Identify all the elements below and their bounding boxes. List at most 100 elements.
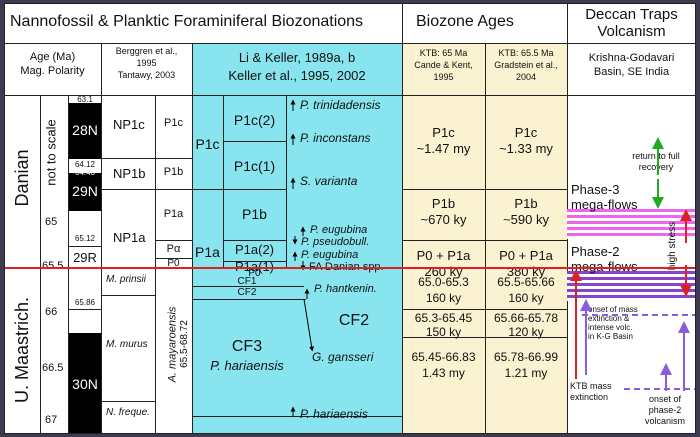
ktb655-p1c: P1c: [514, 125, 538, 140]
li-keller-column-bg: [192, 43, 402, 434]
polarity-tick-29r: [69, 246, 101, 247]
li-p1b: P1b: [242, 206, 267, 222]
onset-phase2-1: onset of: [648, 394, 682, 404]
berg-p1a-bottom: [155, 240, 192, 241]
polarity-29r: 29R: [73, 250, 97, 265]
polarity-29n-block: [69, 173, 101, 211]
ages-title: Biozone Ages: [416, 13, 514, 30]
onset-mass-3: intense volc.: [588, 323, 633, 332]
ktb655-range-2: 65.66-65.78: [493, 311, 559, 325]
ktb65-r2-bottom: [402, 337, 485, 338]
ktb655-range-1-duration: 160 ky: [508, 291, 544, 305]
polarity-65-86: 65.86: [74, 298, 96, 307]
age-header-1: Age (Ma): [29, 51, 76, 63]
polarity-64-12: 64.12: [74, 160, 96, 169]
age-65: 65: [45, 216, 58, 228]
col-divider-stage: [40, 95, 41, 434]
ktb65-p1b-bottom: [402, 240, 485, 241]
return-recovery-2: recovery: [638, 162, 674, 172]
li-p1c2-bottom: [223, 141, 286, 142]
li-p1a2: P1a(2): [234, 242, 275, 257]
onset-mass-1: onset of mass: [588, 305, 638, 314]
ktb655-range-3-duration: 1.21 my: [504, 366, 548, 380]
ktb65-r1-bottom: [402, 309, 485, 310]
polarity-28n-block: [69, 103, 101, 159]
ktb655-p0p1a: P0 + P1a: [499, 248, 553, 263]
li-cf3-bottom: [192, 416, 402, 417]
phase2-label-2: mega-flows: [571, 259, 638, 274]
return-recovery-1: return to full: [632, 151, 680, 161]
polarity-30n-block: [69, 333, 101, 434]
ktb655-p1b-duration: ~590 ky: [503, 212, 549, 227]
ktb-mass-1: KTB mass: [570, 381, 612, 391]
berg-palpha: Pα: [166, 243, 181, 255]
col-divider-li: [192, 43, 193, 434]
polarity-28n: 28N: [72, 122, 98, 138]
header-divider: [4, 43, 696, 44]
nanno-np1a: NP1a: [113, 230, 146, 245]
phase2-label-1: Phase-2: [571, 244, 620, 259]
col-divider-li-sub: [286, 95, 287, 268]
li-header-2: Keller et al., 1995, 2002: [228, 68, 366, 83]
li-p1a2-bottom: [223, 261, 286, 262]
li-p0: P0: [248, 268, 261, 279]
species-datum-arrows: [290, 99, 315, 417]
ktb65-header-2: Cande & Kent,: [414, 60, 473, 70]
chart-border: [4, 3, 696, 434]
biozonation-chart: Nannofossil & Planktic Foraminiferal Bio…: [4, 3, 696, 434]
li-header-1: Li & Keller, 1989a, b: [238, 50, 356, 65]
col-divider-berggren: [101, 43, 102, 434]
age-66-5: 66.5: [42, 362, 64, 374]
deccan-title-2: Volcanism: [597, 23, 666, 40]
ktb-mass-2: extinction: [570, 392, 609, 402]
li-p1c: P1c: [195, 136, 220, 152]
li-p1a1: P1a(1): [234, 259, 275, 274]
ktb65-range-1: 65.0-65.3: [418, 275, 469, 289]
col-divider-ktb655: [485, 43, 486, 434]
nanno-prinsii-bottom: [101, 295, 155, 296]
species-trinidadensis: P. trinidadensis: [300, 98, 381, 112]
ktb655-header-3: 2004: [515, 72, 537, 82]
col-divider-berg-p: [155, 95, 156, 434]
berg-p1a: P1a: [163, 208, 184, 220]
species-inconstans: P. inconstans: [300, 131, 371, 145]
ktb65-column-bg: [402, 43, 485, 434]
ktb65-p1c-duration: ~1.47 my: [416, 141, 471, 156]
age-67: 67: [45, 414, 58, 426]
ktb65-header-1: KTB: 65 Ma: [419, 48, 468, 58]
ktb655-header-2: Gradstein et al.,: [494, 60, 558, 70]
berg-p1c: P1c: [164, 117, 183, 129]
li-cf1: CF1: [237, 276, 257, 287]
col-divider-ktb65: [402, 3, 403, 434]
deccan-title-1: Deccan Traps: [585, 6, 678, 23]
berg-palpha-bottom: [155, 258, 192, 259]
li-cf3-species: P. hariaensis: [210, 358, 284, 373]
col-divider-li-p1: [223, 95, 224, 268]
ktb655-p1b-bottom: [485, 240, 567, 241]
phase2-flow-bands: [567, 271, 696, 301]
berggren-header-1: Berggren et al.,: [115, 46, 178, 56]
berggren-header-3: Tantawy, 2003: [117, 70, 176, 80]
species-eugubina: P. eugubina: [310, 224, 368, 236]
li-p1c2: P1c(2): [233, 112, 276, 128]
polarity-tick-30n: [69, 309, 101, 310]
ktb655-column-bg: [485, 43, 567, 434]
phase3-flow-bands: [567, 209, 696, 239]
ktb655-r1-bottom: [485, 309, 567, 310]
kg-header-1: Krishna-Godavari: [588, 52, 675, 64]
column-header-divider: [4, 95, 696, 96]
age-66: 66: [45, 306, 58, 318]
ktb655-p1c-duration: ~1.33 my: [499, 141, 553, 156]
deccan-arrows: [4, 137, 696, 391]
species-eugubina-2: P. eugubina: [301, 249, 359, 261]
ktb65-range-3: 65.45-66.83: [411, 350, 476, 364]
berg-p1b: P1b: [163, 166, 184, 178]
polarity-63-1: 63.1: [77, 95, 93, 104]
ktb655-range-3: 65.78-66.99: [493, 350, 559, 364]
ktb65-range-1-duration: 160 ky: [425, 291, 462, 305]
li-cf2-bottom: [192, 299, 306, 300]
kg-header-2: Basin, SE India: [593, 66, 670, 78]
li-cf1-bottom: [192, 286, 304, 287]
col-divider-polarity: [68, 95, 69, 434]
ktb65-range-2-duration: 150 ky: [425, 325, 462, 339]
